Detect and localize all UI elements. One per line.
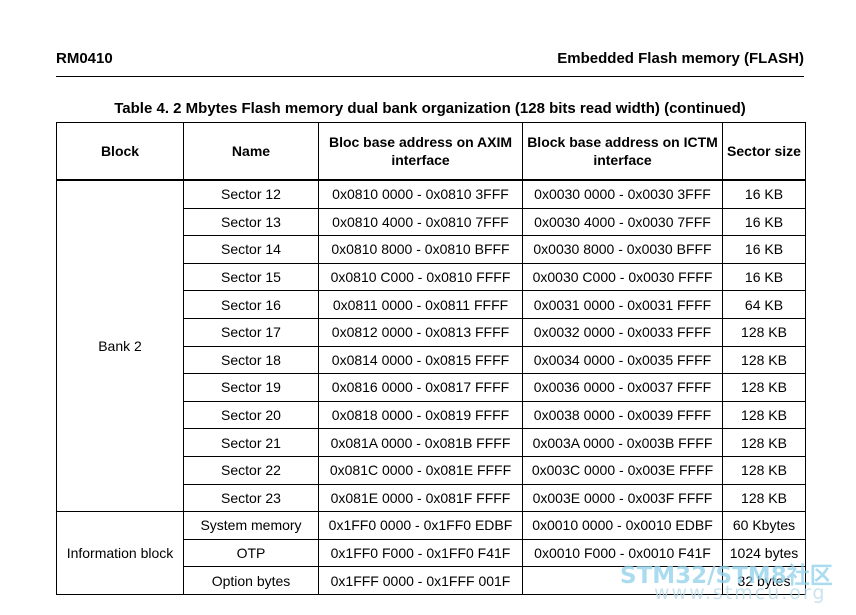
ictm-address-cell: 0x0030 C000 - 0x0030 FFFF	[522, 262, 723, 292]
column-header-axim-address: Bloc base address on AXIM interface	[318, 122, 523, 181]
axim-address-cell: 0x0814 0000 - 0x0815 FFFF	[318, 345, 523, 375]
axim-address-cell: 0x1FF0 0000 - 0x1FF0 EDBF	[318, 511, 523, 540]
sector-name-cell: Sector 21	[183, 428, 319, 457]
column-header-ictm-address: Block base address on ICTM interface	[522, 122, 723, 181]
sector-name-cell: Sector 14	[183, 235, 319, 264]
axim-address-cell: 0x0812 0000 - 0x0813 FFFF	[318, 317, 523, 347]
column-header-sector-size: Sector size	[722, 122, 806, 181]
sector-name-cell: Sector 12	[183, 179, 319, 209]
ictm-address-cell: 0x0038 0000 - 0x0039 FFFF	[522, 400, 723, 430]
sector-name-cell: Sector 16	[183, 290, 319, 319]
ictm-address-cell: 0x0031 0000 - 0x0031 FFFF	[522, 290, 723, 319]
axim-address-cell: 0x081C 0000 - 0x081E FFFF	[318, 455, 523, 485]
sector-size-cell: 64 KB	[722, 290, 806, 319]
header-divider	[56, 76, 804, 77]
sector-size-cell: 128 KB	[722, 317, 806, 347]
axim-address-cell: 0x0810 4000 - 0x0810 7FFF	[318, 207, 523, 237]
sector-size-cell: 60 Kbytes	[722, 511, 806, 540]
sector-name-cell: OTP	[183, 538, 319, 568]
sector-size-cell: 128 KB	[722, 483, 806, 513]
axim-address-cell: 0x0810 C000 - 0x0810 FFFF	[318, 262, 523, 292]
sector-name-cell: Sector 23	[183, 483, 319, 513]
axim-address-cell: 0x0810 8000 - 0x0810 BFFF	[318, 235, 523, 264]
sector-name-cell: Sector 20	[183, 400, 319, 430]
ictm-address-cell: 0x0030 8000 - 0x0030 BFFF	[522, 235, 723, 264]
ictm-address-cell: 0x0030 0000 - 0x0030 3FFF	[522, 179, 723, 209]
section-title: Embedded Flash memory (FLASH)	[557, 50, 804, 67]
table-header-row: Block Name Bloc base address on AXIM int…	[56, 122, 806, 181]
ictm-address-cell: 0x003A 0000 - 0x003B FFFF	[522, 428, 723, 457]
block-cell: Bank 2	[56, 179, 184, 513]
flash-organization-table: Block Name Bloc base address on AXIM int…	[56, 122, 806, 595]
sector-size-cell: 128 KB	[722, 428, 806, 457]
sector-name-cell: Option bytes	[183, 566, 319, 595]
sector-name-cell: Sector 22	[183, 455, 319, 485]
sector-size-cell: 128 KB	[722, 400, 806, 430]
axim-address-cell: 0x0818 0000 - 0x0819 FFFF	[318, 400, 523, 430]
column-header-name: Name	[183, 122, 319, 181]
sector-name-cell: Sector 19	[183, 373, 319, 402]
axim-address-cell: 0x0816 0000 - 0x0817 FFFF	[318, 373, 523, 402]
ictm-address-cell: 0x0010 F000 - 0x0010 F41F	[522, 538, 723, 568]
ictm-address-cell	[522, 566, 723, 595]
sector-size-cell: 16 KB	[722, 262, 806, 292]
ictm-address-cell: 0x0010 0000 - 0x0010 EDBF	[522, 511, 723, 540]
ictm-address-cell: 0x0034 0000 - 0x0035 FFFF	[522, 345, 723, 375]
axim-address-cell: 0x0810 0000 - 0x0810 3FFF	[318, 179, 523, 209]
ictm-address-cell: 0x0032 0000 - 0x0033 FFFF	[522, 317, 723, 347]
sector-name-cell: System memory	[183, 511, 319, 540]
sector-size-cell: 16 KB	[722, 179, 806, 209]
table-caption: Table 4. 2 Mbytes Flash memory dual bank…	[114, 100, 746, 117]
axim-address-cell: 0x1FFF 0000 - 0x1FFF 001F	[318, 566, 523, 595]
axim-address-cell: 0x1FF0 F000 - 0x1FF0 F41F	[318, 538, 523, 568]
sector-size-cell: 32 bytes	[722, 566, 806, 595]
sector-name-cell: Sector 18	[183, 345, 319, 375]
sector-size-cell: 16 KB	[722, 235, 806, 264]
ictm-address-cell: 0x0030 4000 - 0x0030 7FFF	[522, 207, 723, 237]
sector-name-cell: Sector 13	[183, 207, 319, 237]
sector-size-cell: 128 KB	[722, 455, 806, 485]
axim-address-cell: 0x0811 0000 - 0x0811 FFFF	[318, 290, 523, 319]
ictm-address-cell: 0x003E 0000 - 0x003F FFFF	[522, 483, 723, 513]
sector-size-cell: 128 KB	[722, 345, 806, 375]
block-cell: Information block	[56, 511, 184, 595]
sector-size-cell: 1024 bytes	[722, 538, 806, 568]
axim-address-cell: 0x081A 0000 - 0x081B FFFF	[318, 428, 523, 457]
sector-size-cell: 128 KB	[722, 373, 806, 402]
column-header-block: Block	[56, 122, 184, 181]
document-id: RM0410	[56, 50, 113, 67]
sector-size-cell: 16 KB	[722, 207, 806, 237]
ictm-address-cell: 0x0036 0000 - 0x0037 FFFF	[522, 373, 723, 402]
sector-name-cell: Sector 15	[183, 262, 319, 292]
sector-name-cell: Sector 17	[183, 317, 319, 347]
axim-address-cell: 0x081E 0000 - 0x081F FFFF	[318, 483, 523, 513]
ictm-address-cell: 0x003C 0000 - 0x003E FFFF	[522, 455, 723, 485]
